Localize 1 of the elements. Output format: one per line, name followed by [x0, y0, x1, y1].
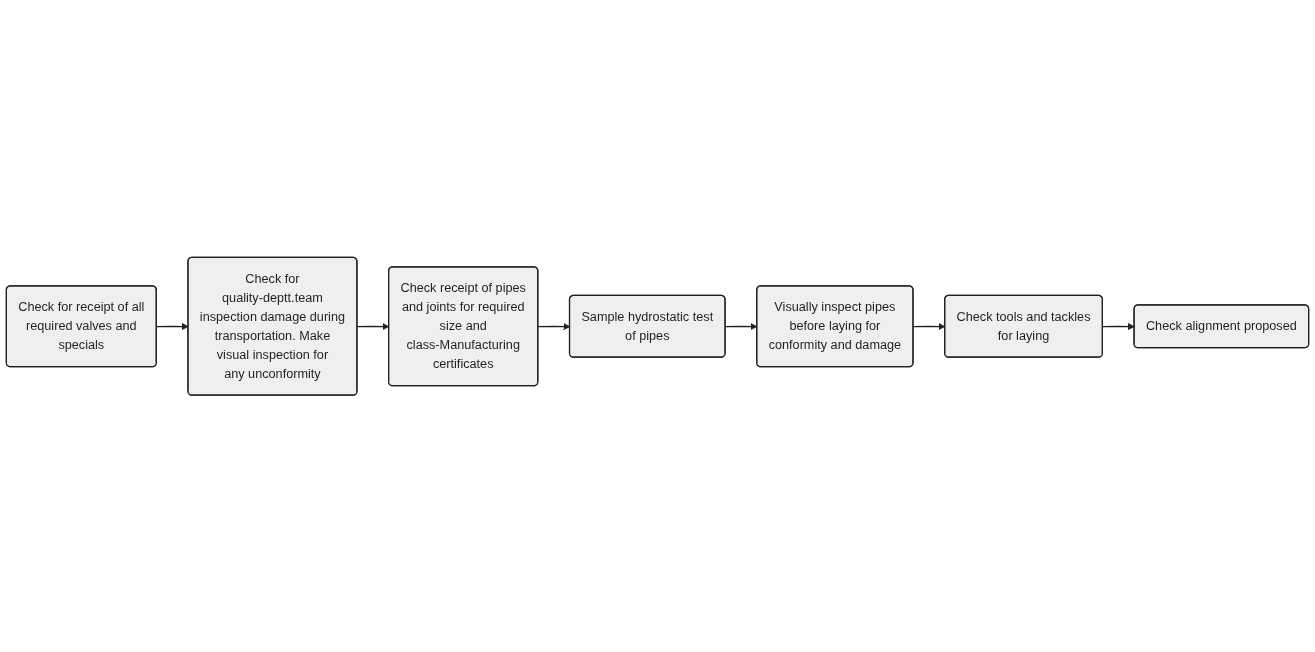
- arrow: [1102, 322, 1135, 330]
